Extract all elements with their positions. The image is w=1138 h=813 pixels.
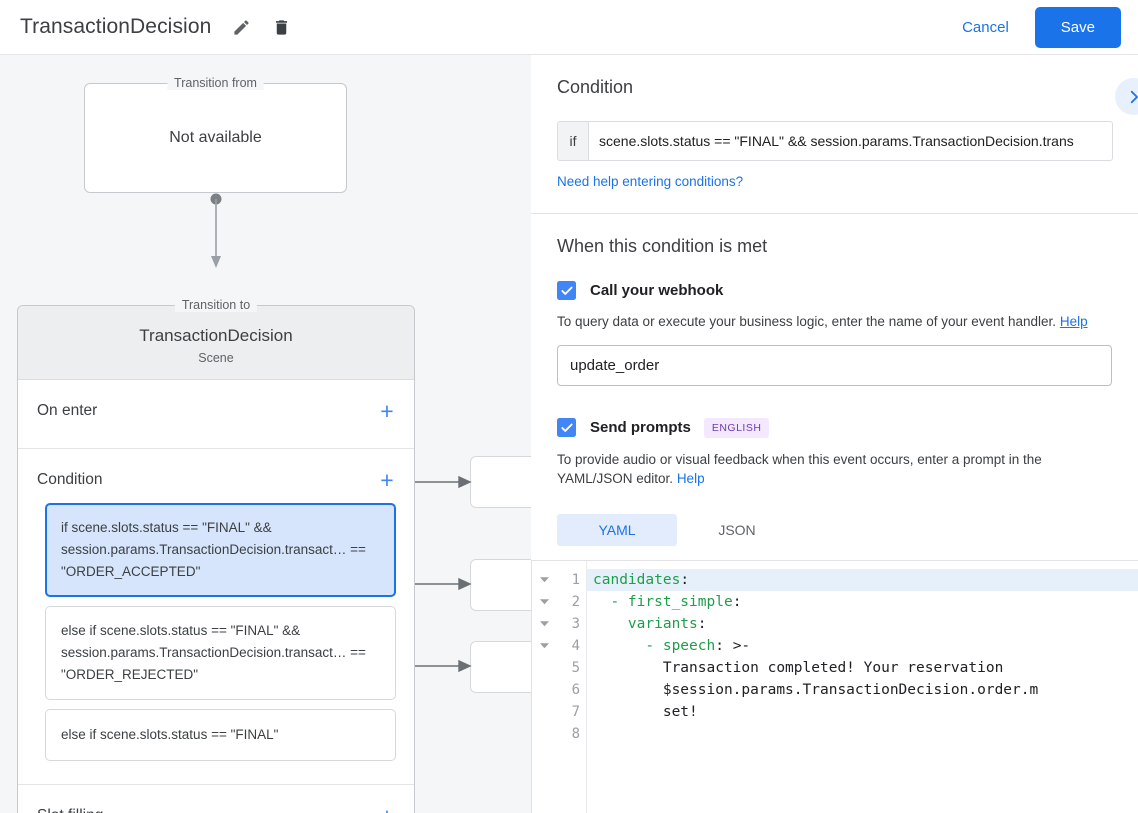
- transition-from-value: Not available: [169, 129, 262, 146]
- add-on-enter-button[interactable]: +: [380, 397, 394, 424]
- section-title-slot-filling: Slot filling: [37, 807, 374, 813]
- call-webhook-label: Call your webhook: [590, 282, 724, 299]
- send-prompts-checkbox[interactable]: [557, 418, 576, 438]
- detail-panel: Condition if Need help entering conditio…: [531, 55, 1138, 813]
- line-number: 1: [571, 571, 580, 588]
- editor-format-tabs: YAML JSON: [557, 513, 1112, 546]
- line-number: 2: [571, 593, 580, 610]
- webhook-helper-copy: To query data or execute your business l…: [557, 314, 1057, 329]
- send-prompts-label: Send prompts: [590, 419, 691, 437]
- code-line: - speech: >-: [645, 637, 751, 654]
- line-number: 3: [571, 615, 580, 632]
- graph-canvas: Transition from Not available Transition…: [0, 55, 531, 813]
- tab-json[interactable]: JSON: [718, 521, 756, 538]
- scene-subtitle: Scene: [198, 351, 234, 365]
- scene-name: TransactionDecision: [139, 326, 293, 345]
- condition-if-label: if: [558, 122, 589, 160]
- code-area[interactable]: candidates: - first_simple: variants: - …: [587, 561, 1138, 813]
- fold-toggle-icon[interactable]: [532, 569, 557, 591]
- add-slot-filling-button[interactable]: +: [374, 803, 400, 813]
- prompts-helper-copy: To provide audio or visual feedback when…: [557, 451, 1042, 487]
- condition-help-link[interactable]: Need help entering conditions?: [557, 174, 744, 189]
- line-number: 5: [571, 659, 580, 676]
- fold-spacer: [532, 679, 557, 701]
- code-line: Transaction completed! Your reservation: [662, 659, 1004, 676]
- scene-panel: Transition to TransactionDecision Scene …: [17, 298, 415, 813]
- language-badge: ENGLISH: [703, 417, 770, 438]
- code-line: [587, 723, 1138, 745]
- fold-spacer: [532, 701, 557, 723]
- target-node-3[interactable]: [470, 641, 531, 693]
- fold-toggle-icon[interactable]: [532, 591, 557, 613]
- code-line: variants:: [627, 615, 707, 632]
- scene-header[interactable]: TransactionDecision Scene: [18, 306, 414, 380]
- save-button[interactable]: Save: [1034, 6, 1121, 48]
- fold-toggle-icon[interactable]: [532, 635, 557, 657]
- chevron-right-icon[interactable]: [1115, 78, 1138, 115]
- line-number-gutter: 1 2 3 4 5 6 7 8: [557, 560, 587, 813]
- trash-icon[interactable]: [265, 11, 297, 43]
- when-condition-met-section: When this condition is met Call your web…: [531, 214, 1138, 546]
- prompts-helper-text: To provide audio or visual feedback when…: [557, 450, 1112, 489]
- line-number: 7: [571, 703, 580, 720]
- section-condition: Condition + if scene.slots.status == "FI…: [18, 449, 414, 785]
- pencil-icon[interactable]: [225, 11, 257, 43]
- add-condition-button[interactable]: +: [380, 466, 394, 493]
- webhook-helper-text: To query data or execute your business l…: [557, 312, 1112, 332]
- code-line: set!: [662, 703, 698, 720]
- target-node-1[interactable]: [470, 456, 531, 508]
- fold-spacer: [532, 723, 557, 745]
- section-title-condition: Condition: [37, 471, 103, 488]
- tab-yaml[interactable]: YAML: [557, 513, 677, 546]
- condition-expression-input[interactable]: [589, 122, 1112, 160]
- fold-spacer: [532, 657, 557, 679]
- yaml-code-editor[interactable]: 1 2 3 4 5 6 7 8 candidates: - first_simple: var…: [531, 559, 1138, 813]
- section-slot-filling: Slot filling + Slot validation: [18, 785, 414, 813]
- condition-section: Condition if Need help entering conditio…: [531, 55, 1138, 214]
- code-line: candidates:: [587, 568, 1138, 591]
- cancel-button[interactable]: Cancel: [946, 11, 1025, 44]
- send-prompts-row: Send prompts ENGLISH: [557, 417, 1112, 438]
- line-number: 6: [571, 681, 580, 698]
- app-header: TransactionDecision Cancel Save: [0, 0, 1138, 55]
- when-condition-met-heading: When this condition is met: [557, 236, 768, 256]
- webhook-help-link[interactable]: Help: [1059, 314, 1088, 329]
- code-line: $session.params.TransactionDecision.orde…: [662, 681, 1039, 698]
- prompts-help-link[interactable]: Help: [676, 471, 705, 487]
- call-webhook-row: Call your webhook: [557, 281, 1112, 300]
- target-node-2[interactable]: [470, 559, 531, 611]
- section-on-enter: On enter +: [18, 380, 414, 449]
- condition-item-rejected[interactable]: else if scene.slots.status == "FINAL" &&…: [45, 606, 396, 700]
- fold-toggle-icon[interactable]: [532, 613, 557, 635]
- condition-item-final[interactable]: else if scene.slots.status == "FINAL": [45, 709, 396, 761]
- webhook-handler-input[interactable]: [557, 344, 1112, 386]
- line-number: 8: [571, 725, 580, 742]
- line-number: 4: [571, 637, 580, 654]
- transition-from-legend: Transition from: [167, 76, 264, 90]
- condition-input-row: if: [557, 121, 1113, 161]
- condition-item-accepted[interactable]: if scene.slots.status == "FINAL" && sess…: [45, 503, 396, 597]
- transition-to-legend: Transition to: [174, 298, 258, 312]
- flow-connector-arrow: [210, 193, 222, 268]
- section-title-on-enter: On enter: [37, 402, 98, 419]
- page-title: TransactionDecision: [20, 15, 212, 38]
- call-webhook-checkbox[interactable]: [557, 281, 576, 300]
- fold-gutter: [532, 561, 557, 813]
- code-line: - first_simple:: [610, 593, 742, 610]
- condition-heading: Condition: [557, 77, 634, 97]
- transition-from-card: Transition from Not available: [84, 76, 347, 193]
